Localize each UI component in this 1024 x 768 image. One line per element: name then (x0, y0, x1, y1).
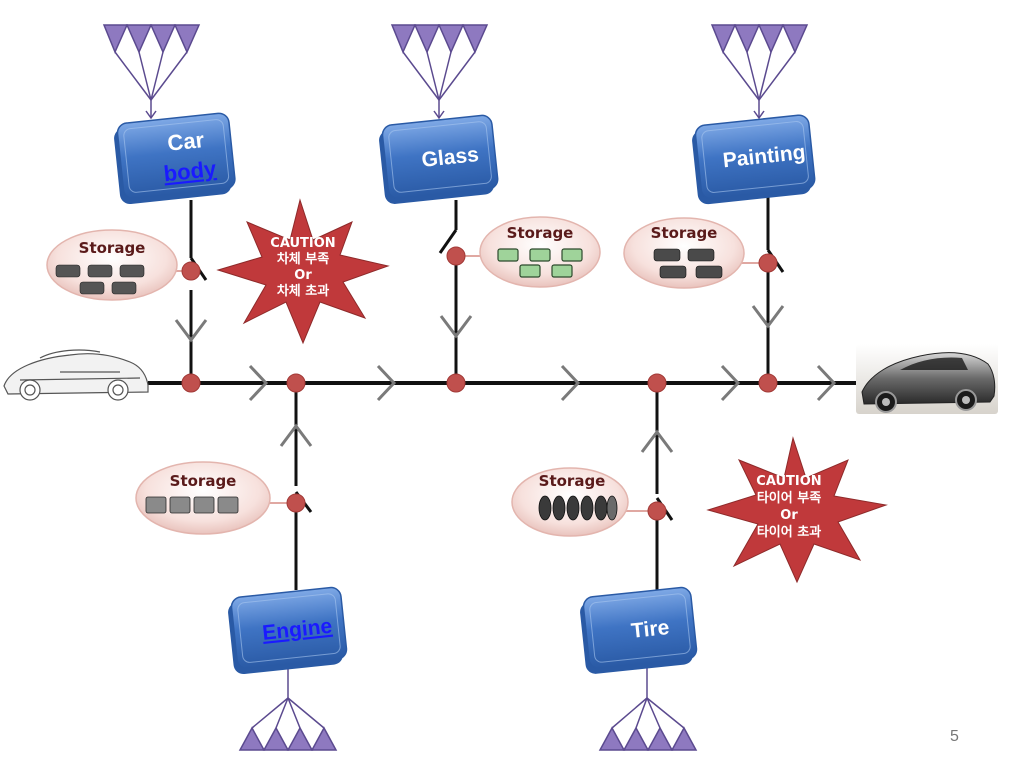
junction-nodes (181, 246, 778, 521)
junction-node (286, 373, 306, 393)
storage-label: Storage (507, 224, 574, 242)
storage-valve-node (758, 253, 778, 273)
storage-painting[interactable]: Storage (623, 217, 745, 289)
caution-burst-tire: CAUTION 타이어 부족 Or 타이어 초과 (706, 436, 888, 584)
station-engine[interactable]: Engine (227, 586, 348, 675)
flow-arrow-icon (560, 364, 581, 402)
caution-or: Or (780, 508, 798, 523)
station-glass[interactable]: Glass (378, 114, 500, 204)
storage-valve-node (647, 501, 667, 521)
caution-shortage: 타이어 부족 (757, 490, 821, 506)
caution-shortage: 차체 부족 (277, 251, 329, 267)
branch-painting (740, 193, 785, 383)
station-car-body[interactable]: Car body (113, 112, 237, 205)
branch-engine (268, 383, 313, 590)
page-number: 5 (950, 728, 959, 745)
caution-title: CAUTION (756, 474, 821, 489)
caution-excess: 타이어 초과 (757, 524, 821, 540)
storage-tire[interactable]: Storage (511, 467, 629, 537)
storage-label: Storage (170, 472, 237, 490)
junction-node (181, 373, 201, 393)
station-painting[interactable]: Painting (691, 114, 817, 205)
flow-arrow-icon (720, 364, 741, 402)
storage-valve-node (446, 246, 466, 266)
station-label: Tire (630, 616, 670, 643)
storage-label: Storage (539, 472, 606, 490)
supplier-group-tire (598, 668, 698, 751)
storage-valve-node (181, 261, 201, 281)
flow-chevrons (248, 364, 837, 402)
branch-tire (618, 383, 674, 590)
station-link[interactable]: body (162, 156, 218, 186)
junction-node (758, 373, 778, 393)
caution-excess: 차체 초과 (277, 283, 329, 299)
supplier-group-engine (238, 668, 338, 751)
car-body-parts-icon (55, 264, 145, 295)
storage-engine[interactable]: Storage (135, 461, 271, 535)
supplier-group-car-body (102, 24, 201, 120)
junction-node (446, 373, 466, 393)
junction-node (647, 373, 667, 393)
caution-title: CAUTION (270, 236, 335, 251)
flow-arrow-icon (816, 364, 837, 402)
car-sketch-icon (3, 349, 149, 401)
storage-label: Storage (79, 239, 146, 257)
caution-burst-body: CAUTION 차체 부족 Or 차체 초과 (216, 198, 390, 345)
caution-or: Or (294, 268, 312, 283)
storage-glass[interactable]: Storage (479, 216, 601, 288)
painted-cars-icon (653, 248, 723, 279)
storage-car-body[interactable]: Storage (46, 229, 178, 301)
supplier-group-glass (390, 24, 489, 120)
supplier-group-painting (710, 24, 809, 120)
branch-glass (438, 200, 490, 383)
storage-valve-node (286, 493, 306, 513)
flow-arrow-icon (248, 364, 269, 402)
tires-icon (538, 495, 618, 521)
engines-icon (145, 496, 239, 514)
station-tire[interactable]: Tire (579, 586, 698, 675)
finished-car-icon (856, 344, 998, 414)
storage-label: Storage (651, 224, 718, 242)
flow-arrow-icon (376, 364, 397, 402)
station-label: Car (166, 127, 206, 156)
glass-panels-icon (497, 248, 583, 278)
